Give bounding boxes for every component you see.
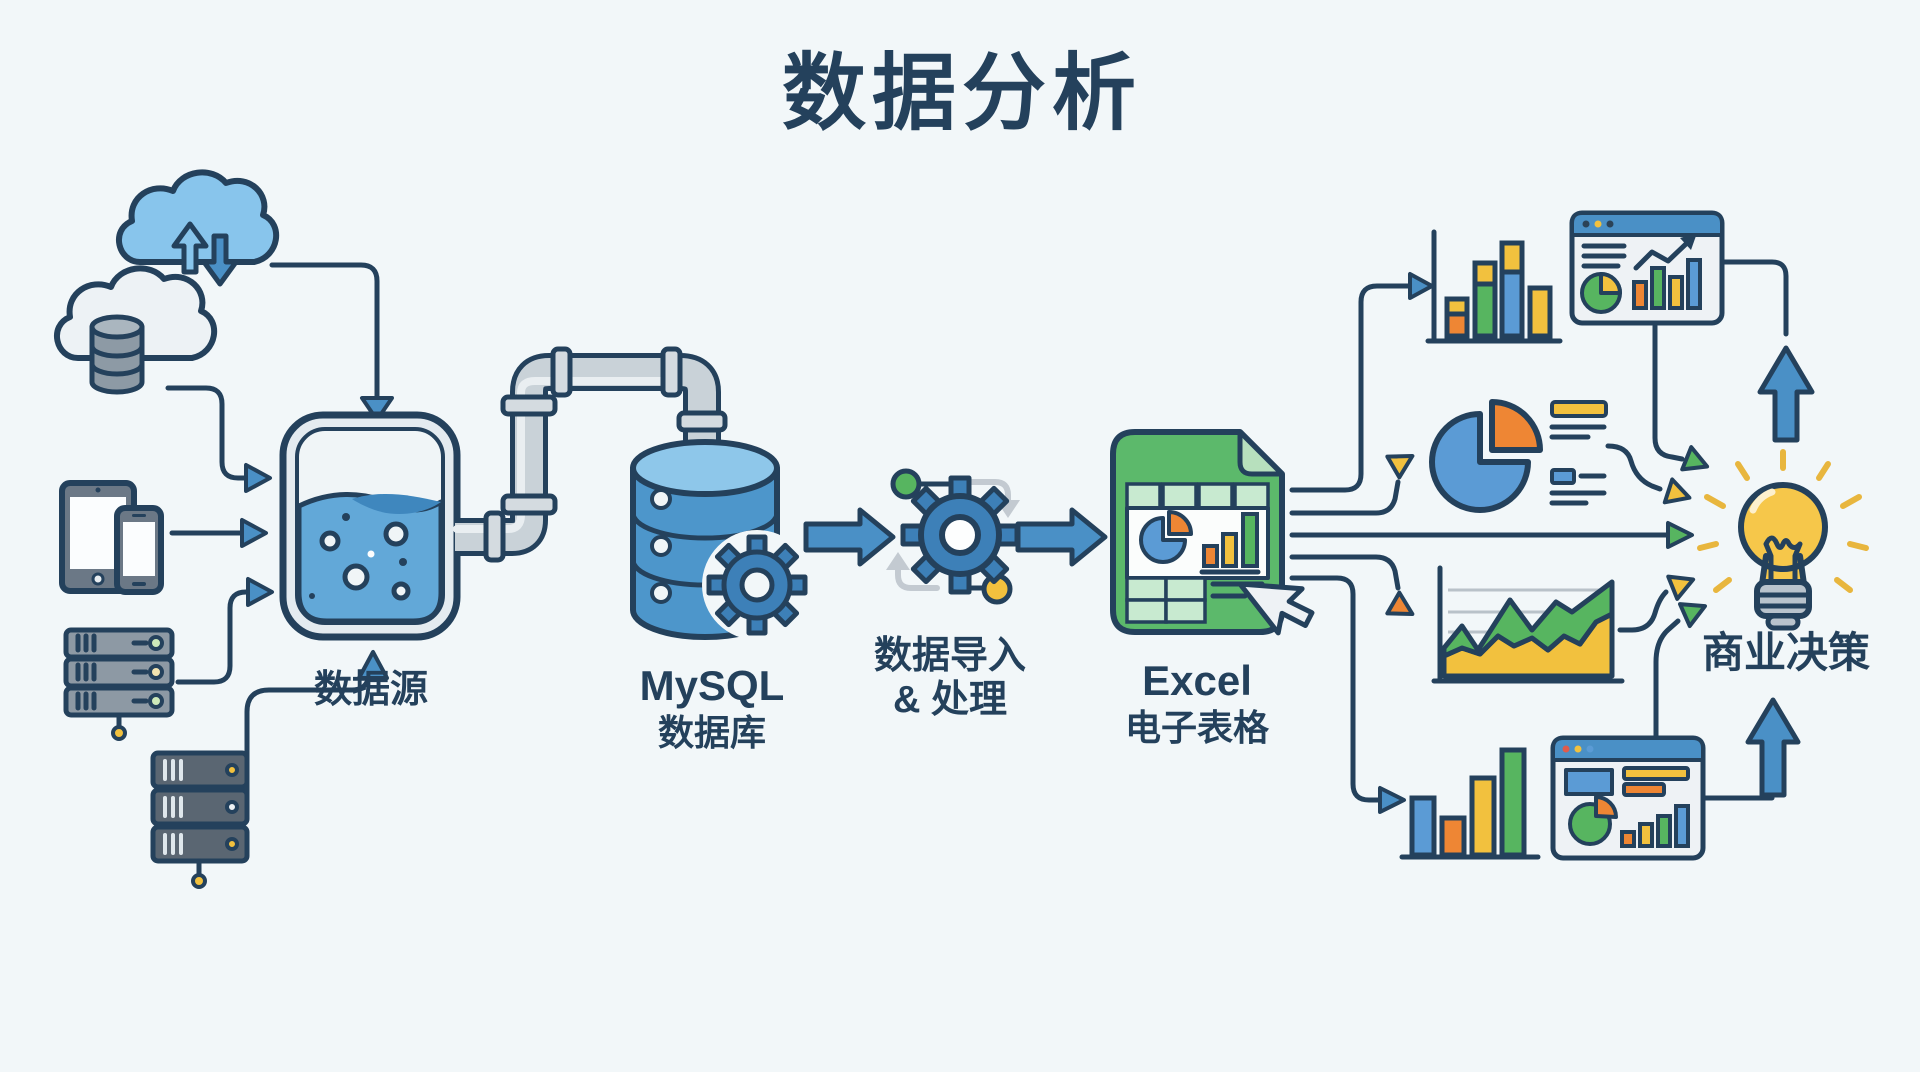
lightbulb-icon [1697, 449, 1869, 631]
mysql-label-line2: 数据库 [658, 712, 766, 753]
server-rack-dark-icon [150, 750, 250, 889]
mysql-label-line1: MySQL [640, 662, 785, 709]
dashboard-chart-icon [1569, 210, 1725, 326]
stacked-bar-chart-icon [1425, 229, 1563, 344]
area-chart-icon [1431, 565, 1625, 684]
cursor-icon [1237, 581, 1315, 636]
excel-label-line1: Excel [1142, 657, 1252, 704]
flow-rack2-to-tank [244, 650, 389, 809]
flow-area-to-bulb [1617, 574, 1696, 633]
excel-label-line2: 电子表格 [1125, 707, 1270, 748]
bar-chart-icon [1399, 747, 1541, 860]
excel-spreadsheet-icon [1110, 429, 1315, 636]
flow-dashboard1-to-uparrow [1721, 259, 1815, 443]
dashboard-chart-2-icon [1550, 735, 1706, 861]
pie-chart-icon [1429, 399, 1608, 513]
process-label-line1: 数据导入 [874, 635, 1026, 677]
data-source-label: 数据源 [314, 669, 428, 711]
up-arrow-icon [1745, 697, 1801, 798]
cloud-sync-icon [116, 169, 280, 287]
flow-arrow-icon [1015, 507, 1108, 567]
process-gear-icon [886, 468, 1020, 605]
mobile-devices-icon [59, 480, 164, 595]
flow-devices-to-tank [169, 518, 268, 548]
decision-label: 商业决策 [1702, 629, 1870, 676]
page-title: 数据分析 [782, 46, 1142, 140]
database-cylinder-icon [89, 314, 145, 395]
flow-clouddb-to-tank [165, 385, 272, 493]
flow-arrow-icon [803, 507, 896, 567]
flow-cloud-to-tank [269, 262, 394, 422]
flow-pie-to-bulb [1605, 443, 1692, 505]
server-rack-icon [63, 627, 175, 741]
flow-dashboard2-to-bulb [1653, 602, 1707, 739]
pipe-icon [453, 346, 728, 563]
flow-dashboard2-to-uparrow [1702, 697, 1801, 801]
flow-rack1-to-tank [175, 577, 274, 685]
up-arrow-icon [1757, 345, 1815, 443]
flow-dashboard1-to-bulb [1652, 323, 1710, 472]
data-tank-icon [279, 411, 461, 641]
cloud-database-icon [54, 265, 218, 395]
flow-excel-fanout [1289, 272, 1694, 814]
mysql-database-icon [630, 439, 812, 640]
gear-icon [702, 530, 812, 640]
process-label-line2: & 处理 [893, 679, 1007, 721]
